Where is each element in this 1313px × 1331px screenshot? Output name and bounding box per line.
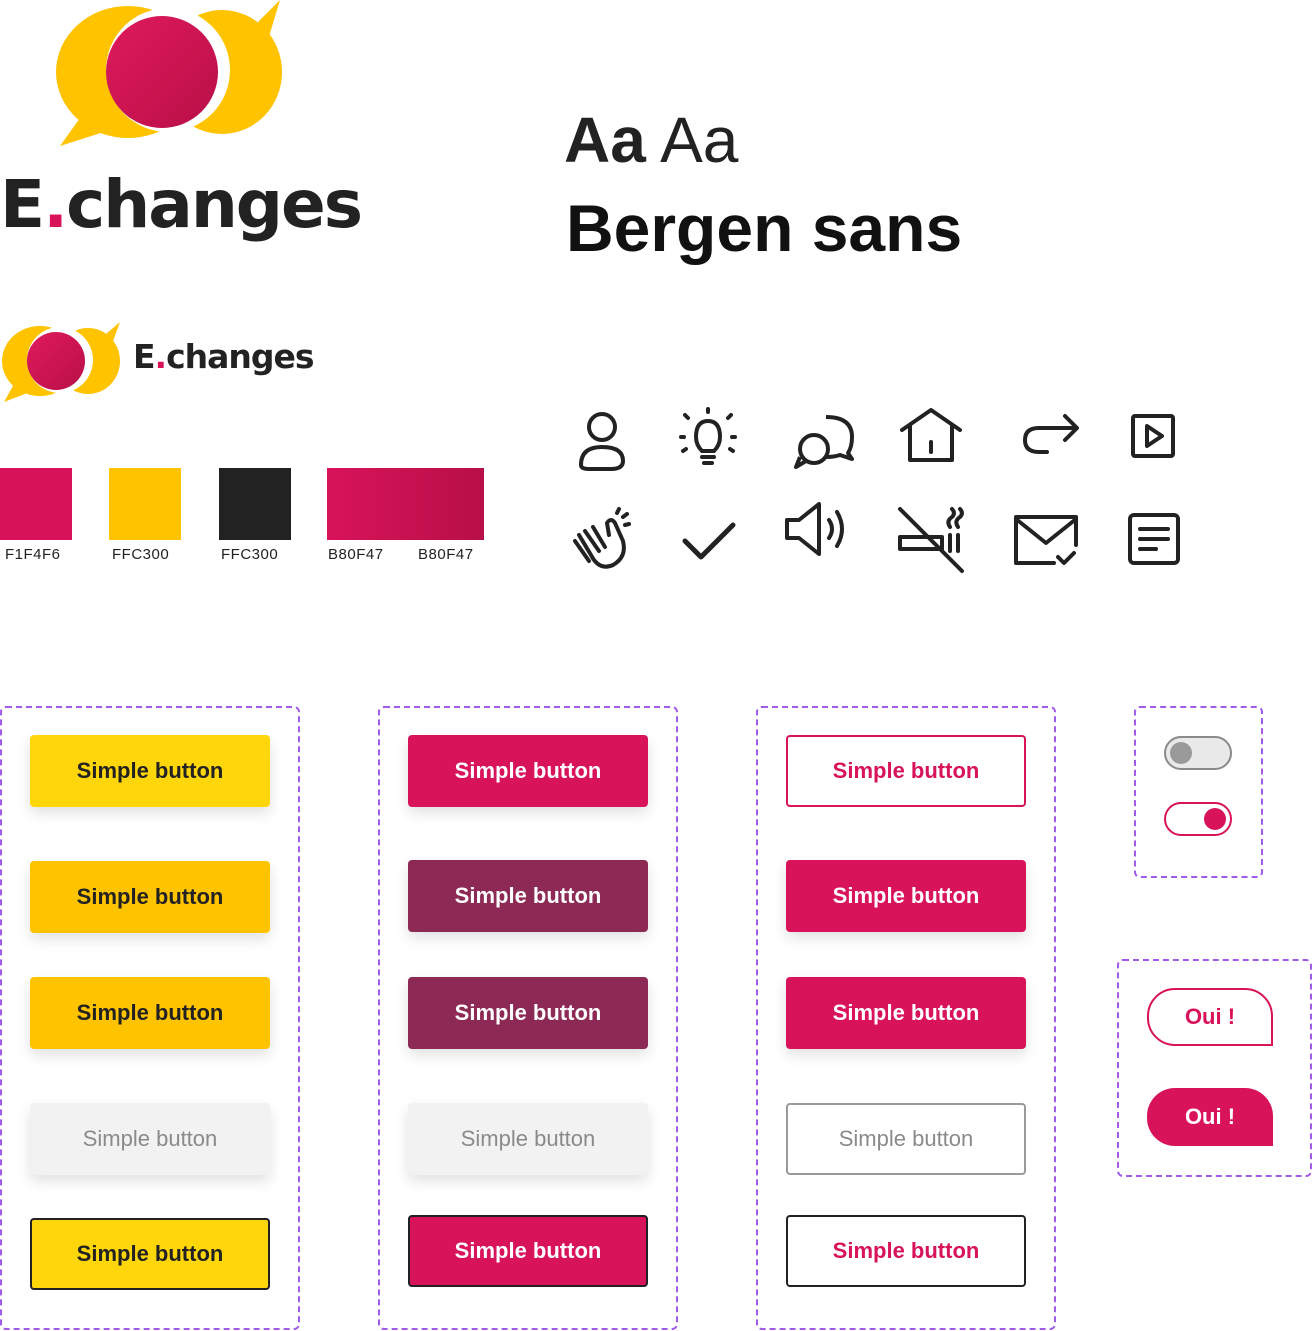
share-arrow-icon [1017, 400, 1087, 470]
outline-button-focus[interactable]: Simple button [786, 1215, 1026, 1287]
outline-button-hover[interactable]: Simple button [786, 860, 1026, 932]
toggle-knob [1170, 742, 1192, 764]
swatch-label: B80F47 [418, 546, 474, 563]
type-sample-bold: Aa [564, 104, 646, 176]
no-smoking-icon [896, 505, 966, 575]
toggle-switch-off[interactable] [1164, 736, 1232, 770]
logo-big-wordmark: E.changes [0, 166, 363, 243]
pink-button-default[interactable]: Simple button [408, 735, 648, 807]
check-icon [673, 505, 743, 575]
yellow-button-disabled[interactable]: Simple button [30, 1103, 270, 1175]
swatch-primary [0, 468, 72, 540]
user-icon [567, 405, 637, 475]
outline-button-default[interactable]: Simple button [786, 735, 1026, 807]
lightbulb-icon [673, 405, 743, 475]
document-icon [1120, 505, 1190, 575]
pink-buttons-panel [378, 706, 678, 1330]
swatch-gradient [327, 468, 484, 540]
logo-small-mark [0, 322, 122, 402]
swatch-secondary [109, 468, 181, 540]
toggles-panel [1134, 706, 1263, 878]
mail-check-icon [1012, 505, 1082, 575]
clapping-hands-icon [565, 505, 635, 575]
outline-button-disabled[interactable]: Simple button [786, 1103, 1026, 1175]
reply-bubble-filled[interactable]: Oui ! [1147, 1088, 1273, 1146]
outline-button-active[interactable]: Simple button [786, 977, 1026, 1049]
pink-button-active[interactable]: Simple button [408, 977, 648, 1049]
swatch-label: B80F47 [328, 546, 384, 563]
home-icon [896, 402, 966, 472]
swatch-label: F1F4F6 [5, 546, 61, 563]
swatch-label: FFC300 [112, 546, 170, 563]
chat-replies-panel [1117, 959, 1312, 1177]
play-icon [1120, 402, 1190, 472]
font-name: Bergen sans [566, 191, 963, 265]
pink-button-hover[interactable]: Simple button [408, 860, 648, 932]
swatch-label: FFC300 [221, 546, 279, 563]
type-sample: Aa Aa [564, 108, 738, 172]
logo-big-mark [50, 0, 285, 150]
yellow-button-default[interactable]: Simple button [30, 735, 270, 807]
toggle-knob [1204, 808, 1226, 830]
pink-button-disabled[interactable]: Simple button [408, 1103, 648, 1175]
outline-buttons-panel [756, 706, 1056, 1330]
chat-bubbles-icon [790, 405, 860, 475]
yellow-button-focus[interactable]: Simple button [30, 1218, 270, 1290]
reply-bubble-outline[interactable]: Oui ! [1147, 988, 1273, 1046]
yellow-buttons-panel [0, 706, 300, 1330]
logo-small-wordmark: E.changes [133, 337, 315, 376]
pink-button-focus[interactable]: Simple button [408, 1215, 648, 1287]
yellow-button-active[interactable]: Simple button [30, 977, 270, 1049]
yellow-button-hover[interactable]: Simple button [30, 861, 270, 933]
toggle-switch-on[interactable] [1164, 802, 1232, 836]
speaker-icon [783, 496, 853, 566]
type-sample-regular: Aa [660, 104, 739, 176]
swatch-dark [219, 468, 291, 540]
